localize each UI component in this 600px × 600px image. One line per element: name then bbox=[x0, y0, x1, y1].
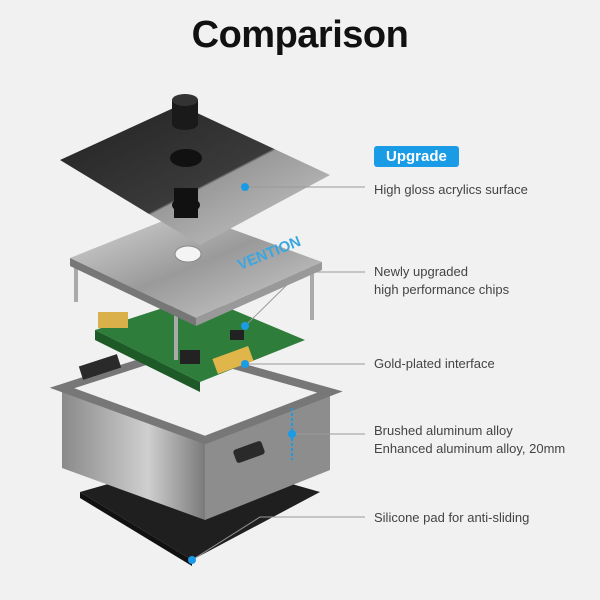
feature-line: Newly upgraded bbox=[374, 264, 468, 279]
page-title: Comparison bbox=[191, 14, 409, 56]
feature-line: Silicone pad for anti-sliding bbox=[374, 510, 530, 525]
knob-icon bbox=[172, 94, 198, 106]
pcb-board bbox=[95, 296, 305, 392]
upgrade-badge: Upgrade bbox=[374, 146, 459, 167]
feature-line: Gold-plated interface bbox=[374, 356, 495, 371]
callout-lines bbox=[191, 186, 365, 561]
feature-acrylic-surface: High gloss acrylics surface bbox=[374, 181, 528, 199]
feature-gold-interface: Gold-plated interface bbox=[374, 355, 495, 373]
feature-line: Enhanced aluminum alloy, 20mm bbox=[374, 441, 566, 456]
feature-aluminum-alloy: Brushed aluminum alloy Enhanced aluminum… bbox=[374, 422, 565, 458]
metal-cover-plate: VENTION bbox=[70, 212, 322, 326]
feature-line: High gloss acrylics surface bbox=[374, 182, 528, 197]
callout-dots bbox=[188, 183, 296, 564]
feature-line: high performance chips bbox=[374, 282, 510, 297]
feature-chips: Newly upgraded high performance chips bbox=[374, 263, 509, 299]
feature-silicone-pad: Silicone pad for anti-sliding bbox=[374, 509, 529, 527]
feature-line: Brushed aluminum alloy bbox=[374, 423, 513, 438]
acrylic-top-panel bbox=[60, 94, 330, 245]
